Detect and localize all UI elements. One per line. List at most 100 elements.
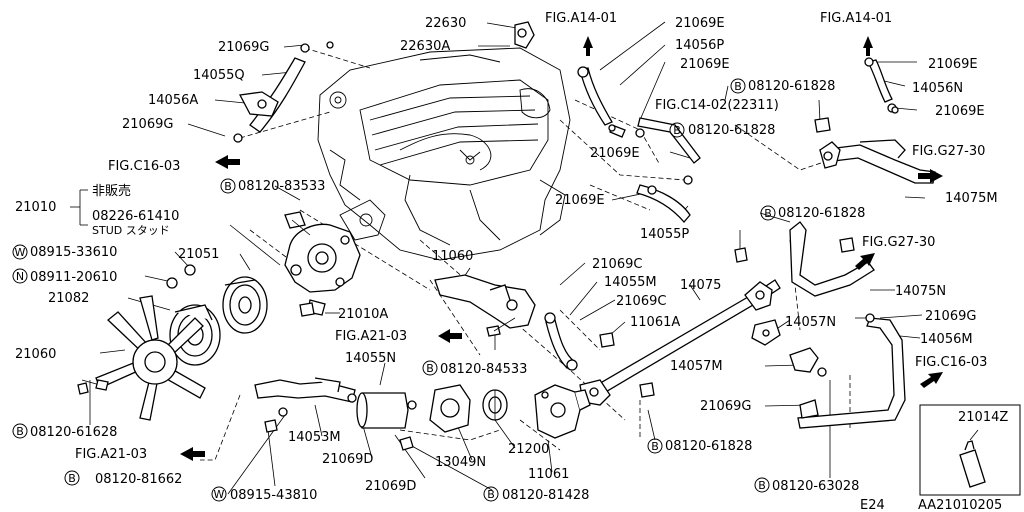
label-14056p: 14056P (675, 38, 724, 53)
label-21069g: 21069G (218, 40, 269, 55)
bracket-14057N (751, 319, 781, 346)
label-21069e: 21069E (935, 104, 985, 119)
washer-nut-stack (81, 264, 196, 391)
arrow-up-right-icon (920, 372, 943, 388)
label-stud: STUD スタッド (92, 224, 170, 237)
pipe-14053M (254, 377, 356, 403)
hose-14056P (577, 66, 626, 138)
arrow-left-icon (438, 329, 462, 343)
inset-21014Z (919, 404, 1021, 496)
label-21010a: 21010A (338, 307, 388, 322)
label-fig-g27-30: FIG.G27-30 (862, 235, 935, 250)
label-13049n: 13049N (435, 455, 486, 470)
label-hihanbai: 非販売 (92, 183, 131, 199)
label-14055m: 14055M (604, 275, 657, 290)
arrow-left-icon (180, 447, 205, 461)
label-21069c: 21069C (616, 294, 666, 309)
label-fig-g27-30: FIG.G27-30 (912, 144, 985, 159)
bracket-14057M (789, 347, 827, 377)
label-e24: E24 (860, 498, 885, 512)
arrow-left-icon (215, 155, 240, 169)
label-fig-a21-03: FIG.A21-03 (75, 447, 147, 462)
label-22630a: 22630A (400, 39, 450, 54)
water-pump-21010 (284, 223, 361, 316)
bolt-marker-icon: B (224, 180, 232, 193)
label-14055n: 14055N (345, 351, 396, 366)
label-08120-61828: 08120-61828 (688, 123, 775, 138)
label-fig-a21-03: FIG.A21-03 (335, 329, 407, 344)
label-21069e: 21069E (675, 16, 725, 31)
label-08120-81428: 08120-81428 (502, 488, 589, 503)
label-08226-61410: 08226-61410 (92, 209, 179, 224)
hose-14055M (544, 312, 578, 371)
housing-11061 (534, 384, 591, 439)
label-14055p: 14055P (640, 227, 689, 242)
label-21010: 21010 (15, 200, 56, 215)
bolt-marker-icon: B (764, 207, 772, 220)
label-08120-61628: 08120-61628 (30, 425, 117, 440)
engine-block (317, 47, 571, 261)
label-08120-81662: 08120-81662 (95, 472, 182, 487)
label-fig-c16-03: FIG.C16-03 (108, 159, 180, 174)
label-fig-c14-02: FIG.C14-02(22311) (655, 98, 779, 113)
label-08915-43810: 08915-43810 (230, 488, 317, 503)
label-14075n: 14075N (895, 284, 946, 299)
label-fig-c16-03: FIG.C16-03 (915, 355, 987, 370)
label-21051: 21051 (178, 247, 219, 262)
label-14056n: 14056N (912, 81, 963, 96)
bolt-marker-icon: B (673, 124, 681, 137)
label-11061: 11061 (528, 467, 569, 482)
label-fig-a14-01: FIG.A14-01 (820, 11, 892, 26)
washer-marker-icon: W (15, 246, 26, 259)
label-21069e: 21069E (555, 193, 605, 208)
label-21014z: 21014Z (958, 410, 1008, 425)
label-08120-84533: 08120-84533 (440, 362, 527, 377)
part-labels: 22630 22630A FIG.A14-01 21069E 14056P 21… (15, 11, 1008, 512)
label-14075: 14075 (680, 278, 721, 293)
label-21060: 21060 (15, 347, 56, 362)
arrow-up-icon (863, 36, 873, 56)
thermostat-21200 (482, 389, 508, 421)
label-08120-61828: 08120-61828 (778, 206, 865, 221)
bolt-08120-84533 (486, 317, 516, 337)
label-fig-a14-01: FIG.A14-01 (545, 11, 617, 26)
label-11060: 11060 (432, 249, 473, 264)
hose-14056N (864, 57, 897, 113)
label-08120-61828: 08120-61828 (665, 439, 752, 454)
label-08120-63028: 08120-63028 (772, 479, 859, 494)
label-14057m: 14057M (670, 359, 723, 374)
label-21069c: 21069C (592, 257, 642, 272)
gasket-13049N (429, 384, 471, 433)
label-14056m: 14056M (920, 332, 973, 347)
thermo-sensor-22630 (514, 21, 535, 49)
leader-lines (70, 21, 979, 495)
hose-14055N (347, 392, 417, 429)
pipe-14075M (819, 139, 936, 184)
label-22630: 22630 (425, 16, 466, 31)
arrows (180, 36, 943, 461)
arrow-up-icon (583, 36, 593, 56)
arrow-up-right-icon (855, 253, 875, 270)
bolt-marker-icon: B (16, 425, 24, 438)
hose-14055P (636, 175, 693, 223)
label-21069g: 21069G (925, 309, 976, 324)
bolt-marker-icon: B (426, 362, 434, 375)
fan-coupling-21082 (169, 304, 221, 366)
label-14056a: 14056A (148, 93, 198, 108)
hose-14055Q (233, 43, 310, 143)
label-21069g: 21069G (700, 399, 751, 414)
label-21069d: 21069D (322, 452, 373, 467)
bolt-marker-icon: B (758, 479, 766, 492)
inlet-11060 (434, 274, 536, 329)
bolt-marker-icon: B (651, 440, 659, 453)
label-21200: 21200 (508, 442, 549, 457)
label-21069e: 21069E (590, 146, 640, 161)
clips (326, 41, 899, 138)
label-08120-61828: 08120-61828 (748, 79, 835, 94)
bolts-misc (77, 117, 855, 451)
label-14055q: 14055Q (193, 68, 245, 83)
bolt-08120-83533 (284, 211, 311, 236)
label-14075m: 14075M (945, 191, 998, 206)
label-08911-20610: 08911-20610 (30, 270, 117, 285)
pulley-21051 (222, 276, 268, 334)
